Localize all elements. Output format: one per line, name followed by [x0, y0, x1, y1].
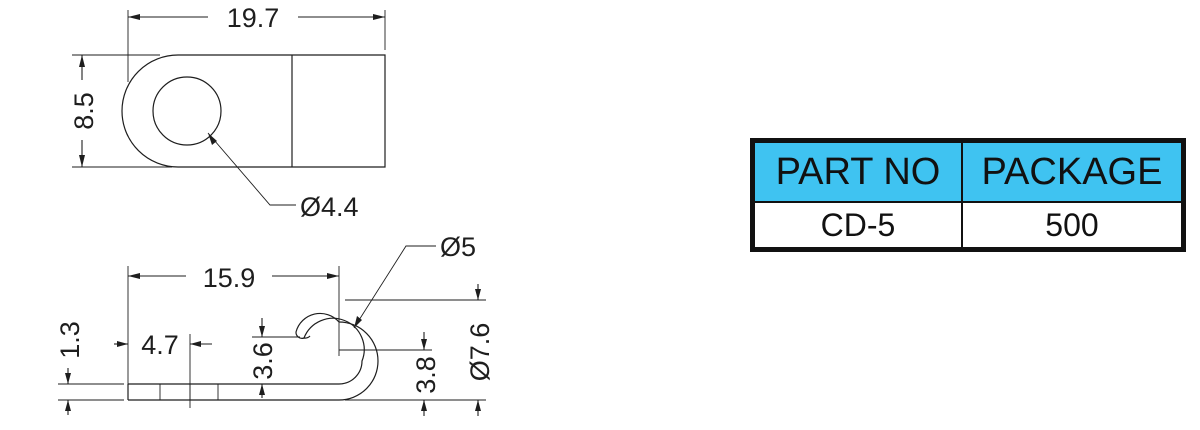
dim-curl-leader: [353, 245, 436, 329]
dim-arrow: [327, 273, 339, 279]
dim-hole-leader: [207, 132, 296, 206]
dim-curl-label: Ø5: [440, 232, 476, 262]
table-header-row: PART NO PACKAGE: [751, 139, 1185, 203]
dim-length-side-label: 15.9: [203, 263, 256, 293]
side-view: 15.9 Ø5 1.3 4.7 3.6 3.8: [55, 232, 495, 416]
dim-arrow: [128, 14, 140, 20]
dim-thickness-label: 1.3: [55, 321, 85, 359]
side-view-curl-tip: [295, 312, 340, 339]
dim-arrow: [128, 273, 140, 279]
dim-arrow: [259, 384, 265, 395]
dim-arrow: [79, 155, 85, 167]
side-view-curl-inner: [303, 317, 365, 385]
dim-arrow: [65, 400, 71, 411]
dim-arrow: [259, 326, 265, 337]
dim-arrow: [79, 55, 85, 67]
part-spec-table: PART NO PACKAGE CD-5 500: [750, 138, 1186, 252]
dim-arrow: [421, 400, 427, 411]
dim-outer-label: Ø7.6: [465, 323, 495, 382]
dim-width-top-label: 8.5: [69, 92, 99, 130]
header-package: PACKAGE: [961, 139, 1185, 203]
dim-arrow: [190, 341, 201, 347]
dim-inner-label: 3.6: [248, 342, 278, 380]
dim-arrow: [117, 341, 128, 347]
cell-package: 500: [961, 201, 1185, 251]
dim-length-top-label: 19.7: [227, 3, 280, 33]
dim-arrow: [373, 14, 385, 20]
top-view: 19.7 8.5 Ø4.4: [69, 3, 386, 222]
dim-tab-label: 4.7: [141, 330, 179, 360]
dim-arrow: [354, 316, 362, 328]
dim-arrow: [65, 373, 71, 384]
top-view-outline: [121, 54, 386, 168]
side-view-curl-outer: [338, 321, 379, 401]
dim-arrow: [475, 289, 481, 300]
dim-arrow: [208, 133, 217, 145]
dim-hole-label: Ø4.4: [300, 192, 359, 222]
dim-half-label: 3.8: [411, 356, 441, 394]
table-row: CD-5 500: [751, 201, 1185, 251]
header-part-no: PART NO: [751, 139, 963, 203]
top-view-hole: [152, 76, 222, 146]
dim-arrow: [421, 339, 427, 350]
dim-arrow: [475, 400, 481, 411]
cell-part-no: CD-5: [751, 201, 963, 251]
